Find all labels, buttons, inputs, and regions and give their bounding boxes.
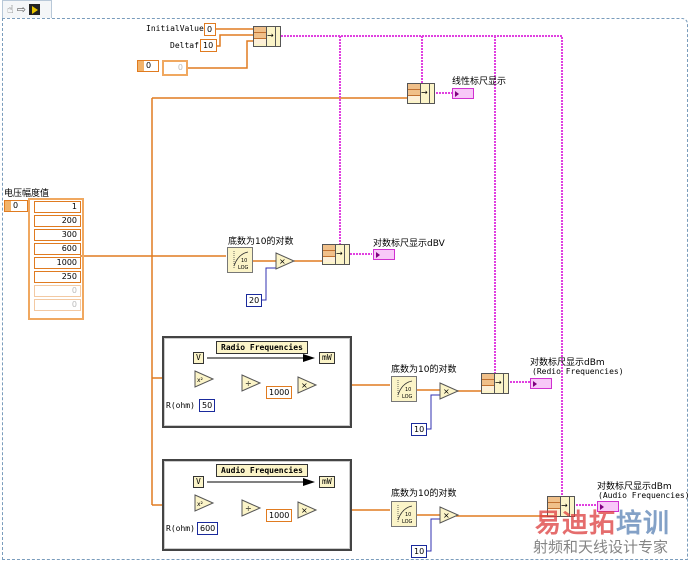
watermark-brand-blue: 培训	[616, 509, 671, 539]
bundle-node-dbv: →	[322, 244, 350, 265]
linear-graph-indicator[interactable]	[452, 88, 474, 99]
svg-text:10: 10	[405, 387, 411, 393]
svg-text:×: ×	[279, 257, 286, 266]
bundle-node-linear: →	[407, 83, 435, 104]
audio-frequencies-structure	[162, 459, 352, 551]
hand-icon[interactable]: ☝	[7, 3, 14, 16]
radio-conversion-arrow-icon	[207, 354, 315, 362]
voltage-array-index-value: 0	[13, 201, 19, 210]
const-50-ohm[interactable]: 50	[199, 399, 216, 412]
bundle-node-radio: →	[481, 373, 509, 394]
radio-structure-title: Radio Frequencies	[216, 341, 308, 354]
voltage-array-element[interactable]: 600	[34, 243, 81, 255]
bundle-node-top: →	[253, 26, 281, 47]
const-10-radio[interactable]: 10	[411, 423, 428, 436]
block-diagram-canvas	[2, 18, 688, 560]
const-600-ohm[interactable]: 600	[197, 522, 219, 535]
radio-indicator-label-1: 对数标尺显示dBm	[530, 358, 605, 368]
const-20[interactable]: 20	[246, 294, 263, 307]
log-node-label-radio: 底数为10的对数	[391, 365, 457, 375]
deltaf-control[interactable]: 10	[200, 39, 217, 52]
svg-text:÷: ÷	[245, 504, 252, 513]
svg-text:÷: ÷	[245, 379, 252, 388]
bundle-node-audio: →	[547, 496, 575, 517]
arrow-right-icon[interactable]: ⇨	[16, 3, 26, 16]
wire-const-10-audio	[427, 518, 440, 552]
voltage-array-index[interactable]: 0	[4, 200, 28, 212]
svg-text:×: ×	[301, 381, 308, 390]
voltage-array-element[interactable]: 250	[34, 271, 81, 283]
voltage-array-element[interactable]: 300	[34, 229, 81, 241]
svg-text:LOG: LOG	[402, 394, 413, 400]
top-array-index[interactable]: 0	[137, 60, 159, 72]
audio-r-label: R(ohm)	[166, 524, 195, 533]
radio-from-unit: V	[193, 352, 204, 364]
wire-const-20	[262, 267, 276, 301]
dbv-graph-indicator[interactable]	[373, 249, 395, 260]
index-spinner-icon[interactable]	[5, 201, 11, 211]
watermark-brand: 易迪拓培训	[535, 510, 670, 538]
radio-to-unit: mW	[319, 352, 335, 364]
const-10-audio[interactable]: 10	[411, 545, 428, 558]
audio-graph-indicator[interactable]	[597, 501, 619, 512]
svg-text:x²: x²	[197, 501, 204, 508]
const-1000-radio[interactable]: 1000	[266, 386, 293, 399]
svg-text:10: 10	[405, 512, 411, 518]
initialvalue-label: InitialValue	[146, 24, 204, 33]
wire-top-array	[188, 40, 253, 69]
top-array-element[interactable]: 0	[162, 60, 188, 76]
voltage-array-frame	[28, 198, 84, 320]
svg-text:×: ×	[301, 506, 308, 515]
deltaf-label: Deltaf	[170, 41, 199, 50]
diagram-toolbar: ☝ ⇨	[2, 0, 52, 18]
watermark-brand-red: 易迪拓	[535, 509, 617, 539]
const-1000-audio[interactable]: 1000	[266, 509, 293, 522]
log-node-label-audio: 底数为10的对数	[391, 489, 457, 499]
svg-text:10: 10	[241, 258, 247, 264]
audio-structure-title: Audio Frequencies	[216, 464, 308, 477]
voltage-array-empty-element[interactable]: 0	[34, 299, 81, 311]
run-icon[interactable]	[28, 4, 40, 15]
watermark: 易迪拓培训 射频和天线设计专家	[533, 510, 670, 556]
index-spinner-icon[interactable]	[138, 61, 144, 71]
svg-text:×: ×	[443, 387, 450, 396]
dbv-indicator-label: 对数标尺显示dBV	[373, 239, 445, 249]
svg-text:x²: x²	[197, 377, 204, 384]
wire-const-10-radio	[427, 394, 440, 430]
voltage-array-element[interactable]: 1000	[34, 257, 81, 269]
radio-r-label: R(ohm)	[166, 401, 195, 410]
radio-indicator-label-2: (Redio Frequencies)	[532, 367, 624, 376]
linear-indicator-label: 线性标尺显示	[452, 77, 507, 87]
wire-deltaf	[215, 34, 253, 47]
top-array-element-value: 0	[177, 63, 183, 72]
svg-text:×: ×	[443, 511, 450, 520]
voltage-array-label: 电压幅度值	[4, 189, 50, 199]
radio-graph-indicator[interactable]	[530, 378, 552, 389]
audio-indicator-label-2: (Audio Frequencies)	[598, 491, 690, 500]
audio-indicator-label-1: 对数标尺显示dBm	[597, 482, 672, 492]
top-array-index-value: 0	[146, 61, 152, 70]
svg-text:LOG: LOG	[238, 265, 249, 271]
voltage-array-element[interactable]: 200	[34, 215, 81, 227]
voltage-array-empty-element[interactable]: 0	[34, 285, 81, 297]
audio-from-unit: V	[193, 476, 204, 488]
log-node-label-dbv: 底数为10的对数	[228, 237, 294, 247]
wire-cluster-top	[278, 35, 563, 498]
svg-text:LOG: LOG	[402, 519, 413, 525]
audio-to-unit: mW	[319, 476, 335, 488]
audio-conversion-arrow-icon	[207, 478, 315, 486]
watermark-subtitle: 射频和天线设计专家	[533, 538, 669, 556]
initialvalue-control[interactable]: 0	[204, 23, 216, 36]
voltage-array-element[interactable]: 1	[34, 201, 81, 213]
